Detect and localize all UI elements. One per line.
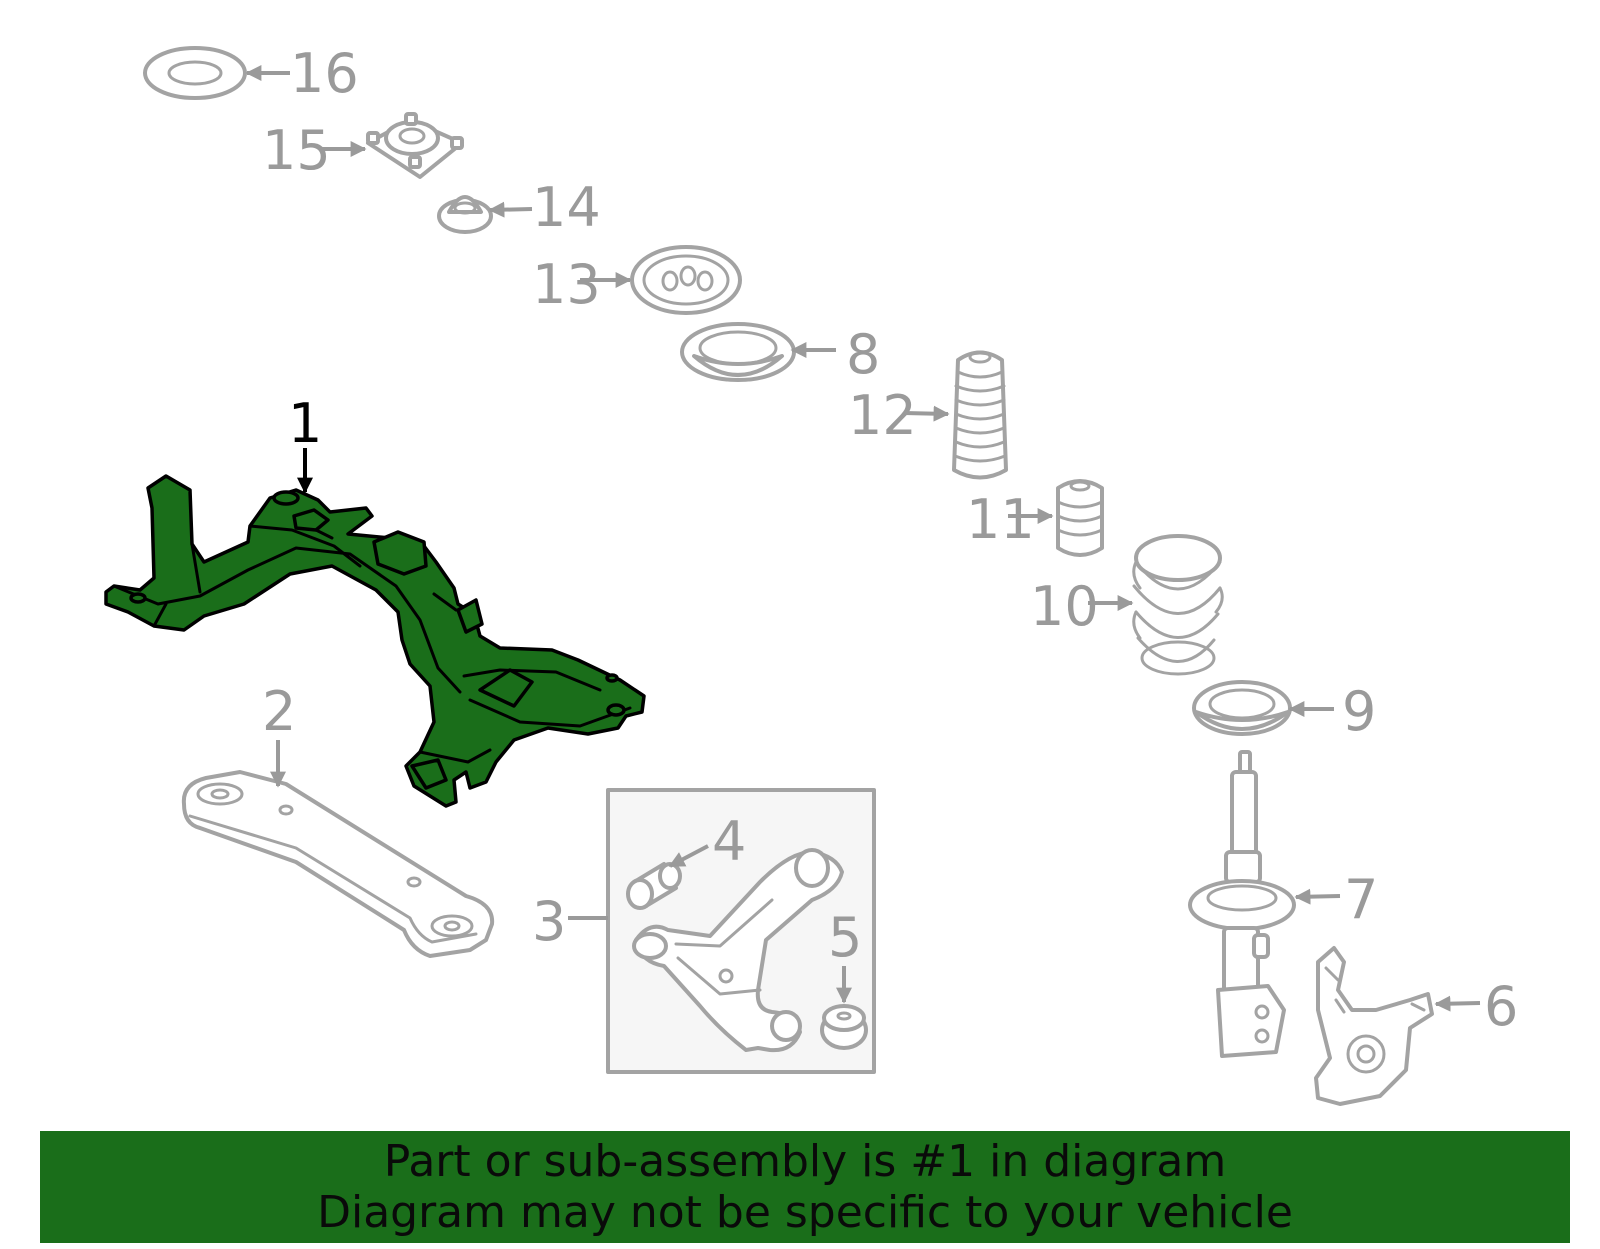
part-1-subframe[interactable] bbox=[104, 474, 646, 808]
part-6-knuckle[interactable] bbox=[1314, 946, 1434, 1106]
part-5-bushing[interactable] bbox=[820, 1004, 868, 1050]
callout-10[interactable]: 10 bbox=[1030, 575, 1099, 638]
part-15-strut-mount[interactable] bbox=[366, 112, 464, 179]
callout-6[interactable]: 6 bbox=[1484, 975, 1518, 1038]
part-4-bushing[interactable] bbox=[626, 862, 682, 910]
part-11-bump-stop[interactable] bbox=[1056, 479, 1104, 557]
banner-line-1: Part or sub-assembly is #1 in diagram bbox=[383, 1136, 1227, 1187]
callout-16[interactable]: 16 bbox=[290, 42, 359, 105]
part-10-coil-spring[interactable] bbox=[1132, 534, 1224, 676]
banner-line-2: Diagram may not be specific to your vehi… bbox=[317, 1187, 1293, 1238]
callout-7[interactable]: 7 bbox=[1344, 868, 1378, 931]
part-13-seat-plate[interactable] bbox=[630, 245, 742, 315]
part-9-lower-spring-seat[interactable] bbox=[1192, 680, 1292, 736]
part-12-dust-boot[interactable] bbox=[952, 350, 1008, 480]
leader-12 bbox=[903, 405, 950, 422]
callout-2[interactable]: 2 bbox=[262, 680, 296, 743]
leader-6 bbox=[1434, 995, 1481, 1012]
part-14-bearing[interactable] bbox=[437, 195, 493, 234]
callout-3[interactable]: 3 bbox=[532, 890, 566, 953]
part-3-control-arm[interactable] bbox=[632, 848, 844, 1053]
callout-9[interactable]: 9 bbox=[1342, 680, 1376, 743]
callout-11[interactable]: 11 bbox=[966, 488, 1035, 551]
part-7-strut[interactable] bbox=[1188, 750, 1296, 1058]
info-banner: Part or sub-assembly is #1 in diagram Di… bbox=[40, 1131, 1570, 1243]
leader-4 bbox=[668, 844, 709, 868]
callout-8[interactable]: 8 bbox=[846, 323, 880, 386]
callout-5[interactable]: 5 bbox=[828, 906, 862, 969]
part-2-brace[interactable] bbox=[181, 770, 495, 958]
callout-1[interactable]: 1 bbox=[288, 392, 322, 455]
callout-13[interactable]: 13 bbox=[532, 253, 601, 316]
part-8-spring-seat[interactable] bbox=[680, 322, 796, 382]
callout-14[interactable]: 14 bbox=[532, 176, 601, 239]
leader-14 bbox=[488, 201, 533, 218]
callout-12[interactable]: 12 bbox=[848, 384, 917, 447]
callout-15[interactable]: 15 bbox=[262, 119, 331, 182]
callout-4[interactable]: 4 bbox=[712, 810, 746, 873]
part-16-insulator[interactable] bbox=[143, 46, 247, 100]
leader-7 bbox=[1294, 888, 1341, 905]
